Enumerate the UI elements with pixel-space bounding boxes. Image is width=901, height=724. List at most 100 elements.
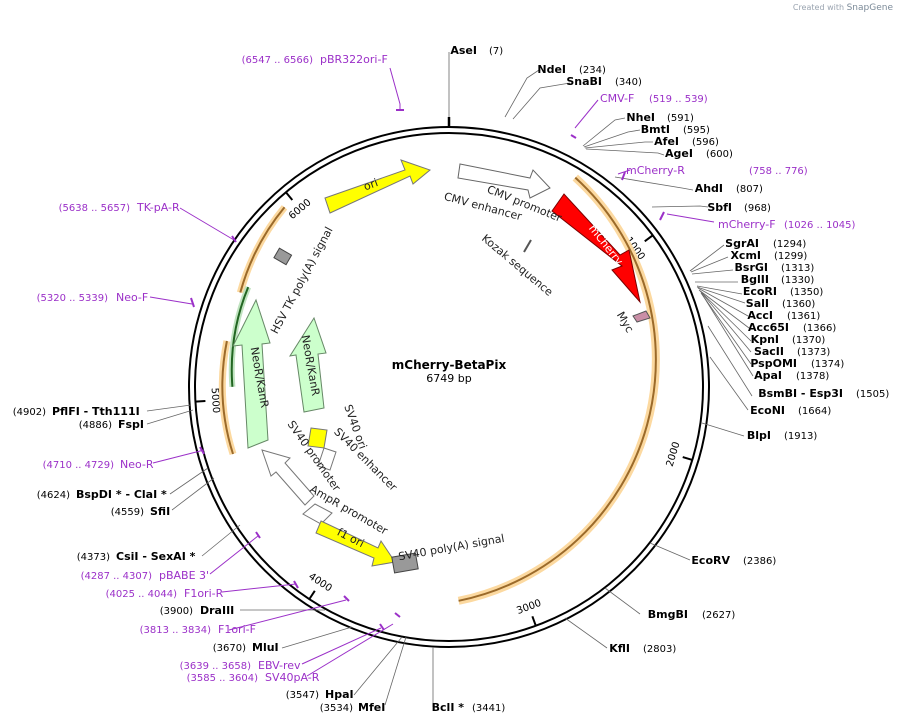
svg-text:(3585 .. 3604): (3585 .. 3604) xyxy=(187,673,259,684)
myc-box xyxy=(632,310,651,323)
site-sacii: SacII xyxy=(754,345,784,358)
site-snabi: SnaBI xyxy=(566,75,602,88)
svg-text:(3813 .. 3834): (3813 .. 3834) xyxy=(140,625,212,636)
primer-mcherry-r: mCherry-R xyxy=(626,164,685,177)
svg-text:(758 .. 776): (758 .. 776) xyxy=(749,166,808,177)
primer-pbabe3: pBABE 3' xyxy=(159,569,209,582)
leader-lines xyxy=(146,52,754,707)
sv40-promoter-arrow xyxy=(261,449,315,506)
sv40-polya-box xyxy=(391,552,419,574)
svg-text:(340): (340) xyxy=(615,77,642,88)
svg-text:(2803): (2803) xyxy=(643,644,676,655)
site-pflfi-tth111i: PflFI - Tth111I xyxy=(52,405,140,418)
kozak-mark xyxy=(523,239,532,253)
site-fspi: FspI xyxy=(118,418,144,431)
site-nhei: NheI xyxy=(626,111,655,124)
primer-leaders xyxy=(149,67,715,677)
svg-text:(3534): (3534) xyxy=(320,703,353,714)
svg-text:(1350): (1350) xyxy=(790,287,823,298)
site-sali: SalI xyxy=(746,297,769,310)
svg-text:(1330): (1330) xyxy=(781,275,814,286)
svg-text:(1374): (1374) xyxy=(811,359,844,370)
site-econi: EcoNI xyxy=(750,404,785,417)
site-asei: AseI xyxy=(450,44,477,57)
primer-cmv-f: CMV-F xyxy=(600,92,634,105)
f1-ori-arrow xyxy=(315,520,396,567)
feature-arrows xyxy=(232,159,651,574)
site-kfli: KflI xyxy=(609,642,630,655)
svg-text:(4559): (4559) xyxy=(111,507,144,518)
ori-arrow xyxy=(324,159,432,214)
label-myc: Myc xyxy=(614,309,636,335)
svg-text:(1913): (1913) xyxy=(784,431,817,442)
cmv-promoter-arrow xyxy=(457,163,551,199)
primer-labels: (6547 .. 6566)pBR322ori-F CMV-F(519 .. 5… xyxy=(37,53,856,684)
svg-text:(968): (968) xyxy=(744,203,771,214)
svg-text:(3441): (3441) xyxy=(472,703,505,714)
svg-text:(600): (600) xyxy=(706,149,733,160)
site-mlui: MluI xyxy=(252,641,279,654)
svg-text:(6547 .. 6566): (6547 .. 6566) xyxy=(242,55,314,66)
svg-text:(5320 .. 5339): (5320 .. 5339) xyxy=(37,293,109,304)
svg-text:(3639 .. 3658): (3639 .. 3658) xyxy=(180,661,252,672)
scale-label-3000: 3000 xyxy=(515,598,543,617)
svg-text:(1664): (1664) xyxy=(798,406,831,417)
svg-text:(1294): (1294) xyxy=(773,239,806,250)
svg-text:(2386): (2386) xyxy=(743,556,776,567)
site-bspdi-clai: BspDI * - ClaI * xyxy=(76,488,167,501)
site-draiii: DraIII xyxy=(200,604,234,617)
site-bsrgi: BsrGI xyxy=(735,261,768,274)
primer-sv40pa-r: SV40pA-R xyxy=(265,671,320,684)
primer-pbr322ori-f: pBR322ori-F xyxy=(320,53,388,66)
svg-text:(1361): (1361) xyxy=(787,311,820,322)
svg-text:(595): (595) xyxy=(683,125,710,136)
scale-label-4000: 4000 xyxy=(306,571,333,594)
scale-label-2000: 2000 xyxy=(665,441,683,469)
site-agei: AgeI xyxy=(665,147,693,160)
svg-text:(4886): (4886) xyxy=(79,420,112,431)
mcherry-arrow xyxy=(551,193,641,304)
primer-ebv-rev: EBV-rev xyxy=(258,659,301,672)
label-kozak: Kozak sequence xyxy=(479,232,556,299)
site-ahdi: AhdI xyxy=(695,182,723,195)
site-bglii: BglII xyxy=(741,273,769,286)
scale-tick-3000 xyxy=(531,615,537,627)
svg-text:(1370): (1370) xyxy=(792,335,825,346)
svg-text:(596): (596) xyxy=(692,137,719,148)
site-xcmi: XcmI xyxy=(730,249,761,262)
site-ecorv: EcoRV xyxy=(691,554,730,567)
ampr-promoter-arrow xyxy=(302,503,333,525)
svg-text:(4624): (4624) xyxy=(37,490,70,501)
site-sfii: SfiI xyxy=(150,505,170,518)
sv40-enhancer-box xyxy=(317,447,337,471)
svg-text:(1299): (1299) xyxy=(774,251,807,262)
primer-neo-r: Neo-R xyxy=(120,458,154,471)
primer-f1ori-f: F1ori-F xyxy=(218,623,256,636)
svg-text:(4287 .. 4307): (4287 .. 4307) xyxy=(81,571,153,582)
site-bmgbi: BmgBI xyxy=(648,608,688,621)
hsv-tk-box xyxy=(273,247,293,266)
site-hpai: HpaI xyxy=(325,688,354,701)
site-acci: AccI xyxy=(747,309,773,322)
svg-text:(4710 .. 4729): (4710 .. 4729) xyxy=(43,460,115,471)
svg-text:(3900): (3900) xyxy=(160,606,193,617)
neokan-inner-arrow xyxy=(288,316,327,413)
primer-f1ori-r: F1ori-R xyxy=(184,587,224,600)
svg-text:(1373): (1373) xyxy=(797,347,830,358)
site-acc65i: Acc65I xyxy=(748,321,789,334)
svg-text:(5638 .. 5657): (5638 .. 5657) xyxy=(59,203,131,214)
primer-tk-pa-r: TK-pA-R xyxy=(136,201,180,214)
svg-text:(234): (234) xyxy=(579,65,606,76)
svg-text:(1313): (1313) xyxy=(781,263,814,274)
orange-arcs xyxy=(218,174,660,605)
svg-text:(3670): (3670) xyxy=(213,643,246,654)
site-afei: AfeI xyxy=(654,135,679,148)
restriction-sites-left: (3534)MfeI (3547)HpaI (3670)MluI (3900)D… xyxy=(13,405,386,714)
site-bcli: BclI * xyxy=(432,701,465,714)
scale-label-6000: 6000 xyxy=(287,197,314,222)
scale-tick-1000 xyxy=(644,234,654,243)
primer-mcherry-f: mCherry-F xyxy=(718,218,776,231)
primer-neo-f: Neo-F xyxy=(116,291,148,304)
svg-text:(4373): (4373) xyxy=(77,552,110,563)
site-blpi: BlpI xyxy=(747,429,771,442)
